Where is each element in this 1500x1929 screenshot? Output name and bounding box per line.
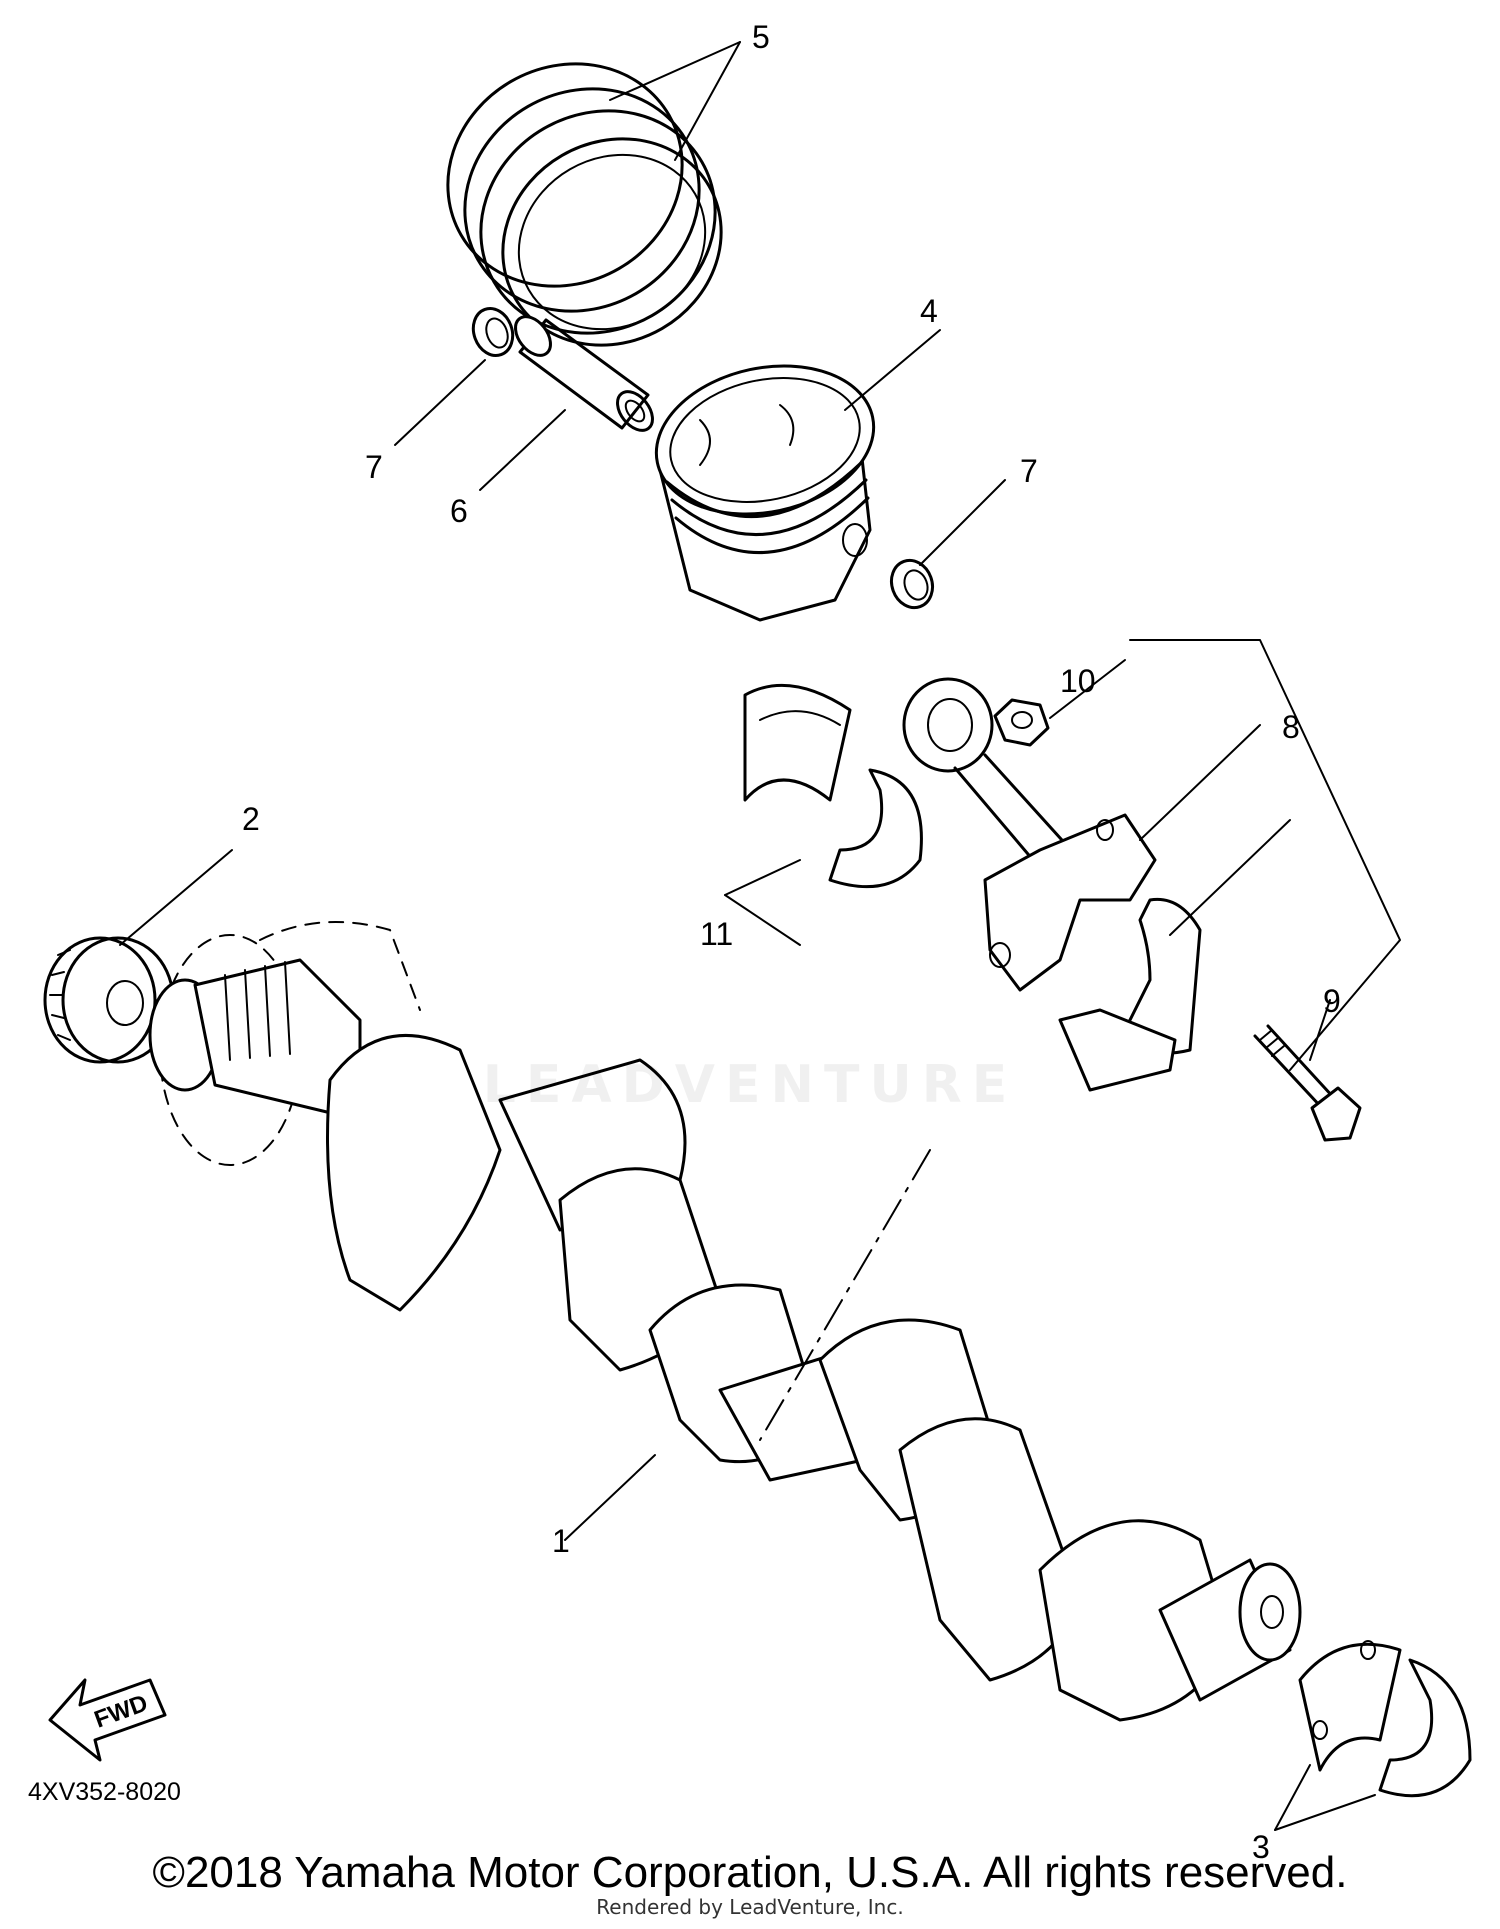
piston-rings <box>446 62 723 347</box>
copyright-notice: ©2018 Yamaha Motor Corporation, U.S.A. A… <box>152 1848 1348 1897</box>
callout-2: 2 <box>242 801 260 837</box>
callout-1: 1 <box>552 1523 570 1559</box>
diagram-code: 4XV352-8020 <box>28 1778 181 1806</box>
callout-numbers: 5 4 7 6 7 10 8 2 11 9 1 3 <box>242 19 1341 1865</box>
rod-bolt <box>1253 1024 1362 1142</box>
rendered-by-notice: Rendered by LeadVenture, Inc. <box>596 1895 904 1919</box>
circlip-left <box>471 307 515 357</box>
callout-8: 8 <box>1282 709 1300 745</box>
callout-5: 5 <box>752 19 770 55</box>
callout-7-left: 7 <box>365 449 383 485</box>
callout-9: 9 <box>1323 983 1341 1019</box>
callout-3: 3 <box>1252 1829 1270 1865</box>
circlip-right <box>889 558 935 610</box>
rod-nut <box>993 698 1050 747</box>
piston-pin <box>514 315 654 432</box>
callout-6: 6 <box>450 493 468 529</box>
callout-4: 4 <box>920 293 938 329</box>
watermark: LEADVENTURE <box>482 1055 1018 1115</box>
bearing-shells-lower <box>1298 1640 1472 1798</box>
callout-10: 10 <box>1060 663 1096 699</box>
crankshaft <box>148 921 1302 1722</box>
connecting-rod <box>902 677 1202 1092</box>
callout-7-right: 7 <box>1020 453 1038 489</box>
bearing-shells-upper <box>743 683 923 889</box>
forward-direction-arrow: FWD <box>48 1678 167 1762</box>
callout-11: 11 <box>700 916 733 952</box>
leader-lines <box>119 41 1401 1831</box>
piston <box>654 364 876 622</box>
